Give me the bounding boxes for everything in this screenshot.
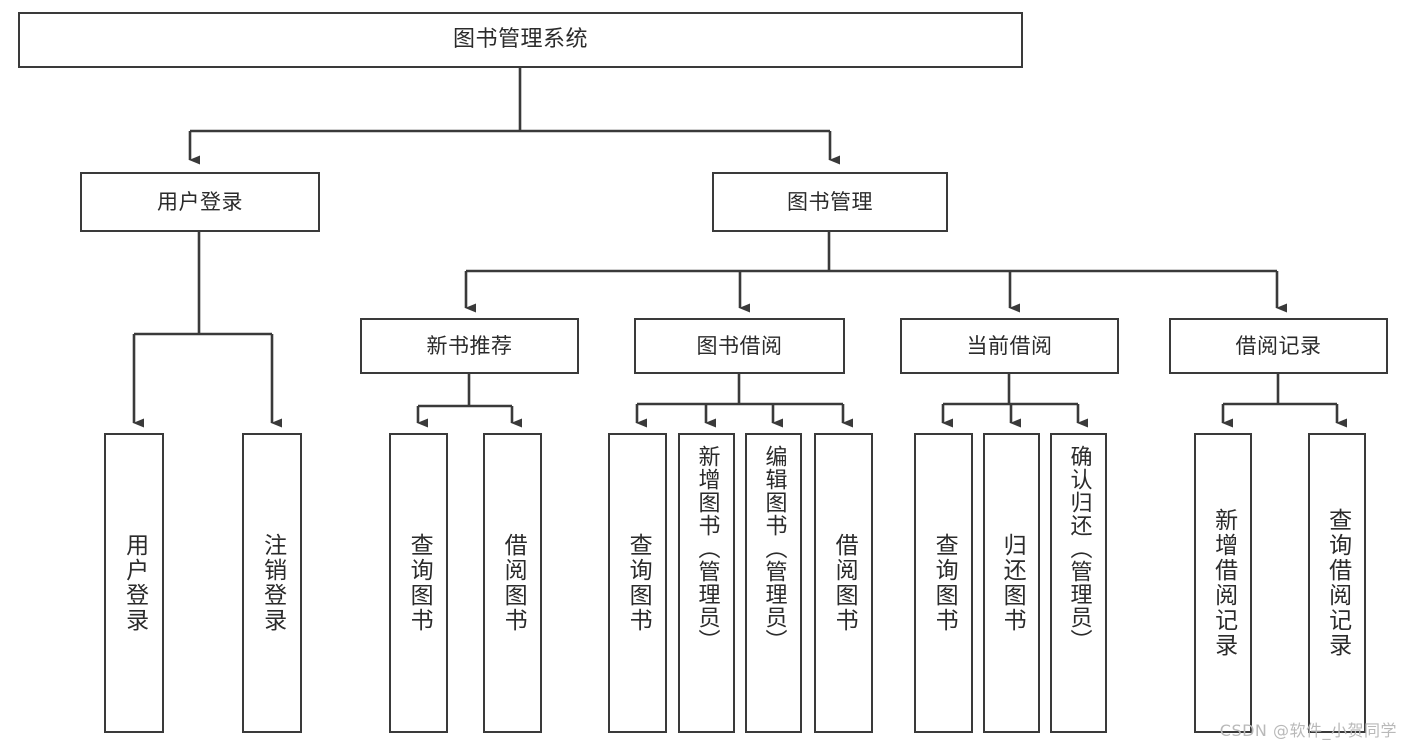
node-current-borrow[interactable]: 当前借阅 [900, 318, 1119, 374]
node-leaf-edit-book[interactable]: 编辑图书（管理员） [745, 433, 802, 733]
node-leaf-confirm-return[interactable]: 确认归还（管理员） [1050, 433, 1107, 733]
node-leaf-logout-label: 注销登录 [259, 533, 286, 633]
node-root[interactable]: 图书管理系统 [18, 12, 1023, 68]
node-leaf-logout[interactable]: 注销登录 [242, 433, 302, 733]
node-leaf-add-record[interactable]: 新增借阅记录 [1194, 433, 1252, 733]
node-leaf-query-book-2[interactable]: 查询图书 [608, 433, 667, 733]
node-leaf-add-record-label: 新增借阅记录 [1210, 508, 1237, 658]
node-leaf-add-book-label: 新增图书（管理员） [694, 445, 720, 652]
node-leaf-return-book-label: 归还图书 [999, 533, 1026, 633]
node-borrow-record[interactable]: 借阅记录 [1169, 318, 1388, 374]
node-book-borrow[interactable]: 图书借阅 [634, 318, 845, 374]
node-book-manage[interactable]: 图书管理 [712, 172, 948, 232]
node-leaf-borrow-book-2[interactable]: 借阅图书 [814, 433, 873, 733]
node-book-borrow-label: 图书借阅 [696, 333, 783, 358]
node-borrow-record-label: 借阅记录 [1235, 333, 1322, 358]
node-root-label: 图书管理系统 [452, 27, 588, 52]
watermark: CSDN @软件_小贺同学 [1219, 721, 1397, 740]
node-leaf-borrow-book-1[interactable]: 借阅图书 [483, 433, 542, 733]
node-leaf-query-book-3-label: 查询图书 [931, 533, 958, 633]
node-leaf-query-book-3[interactable]: 查询图书 [914, 433, 973, 733]
node-new-book-recommend-label: 新书推荐 [426, 333, 513, 358]
node-user-login-label: 用户登录 [157, 189, 243, 214]
node-new-book-recommend[interactable]: 新书推荐 [360, 318, 579, 374]
node-leaf-user-login-label: 用户登录 [121, 533, 148, 633]
node-book-manage-label: 图书管理 [787, 189, 873, 214]
node-leaf-edit-book-label: 编辑图书（管理员） [761, 445, 787, 652]
node-leaf-borrow-book-2-label: 借阅图书 [831, 533, 858, 633]
node-current-borrow-label: 当前借阅 [966, 333, 1053, 358]
node-leaf-query-book-2-label: 查询图书 [625, 533, 652, 633]
node-leaf-borrow-book-1-label: 借阅图书 [500, 533, 527, 633]
node-user-login[interactable]: 用户登录 [80, 172, 320, 232]
node-leaf-query-record[interactable]: 查询借阅记录 [1308, 433, 1366, 733]
node-leaf-user-login[interactable]: 用户登录 [104, 433, 164, 733]
node-leaf-query-record-label: 查询借阅记录 [1324, 508, 1351, 658]
node-leaf-add-book[interactable]: 新增图书（管理员） [678, 433, 735, 733]
node-leaf-return-book[interactable]: 归还图书 [983, 433, 1040, 733]
node-leaf-query-book-1[interactable]: 查询图书 [389, 433, 448, 733]
node-leaf-query-book-1-label: 查询图书 [406, 533, 433, 633]
node-leaf-confirm-return-label: 确认归还（管理员） [1066, 445, 1092, 652]
